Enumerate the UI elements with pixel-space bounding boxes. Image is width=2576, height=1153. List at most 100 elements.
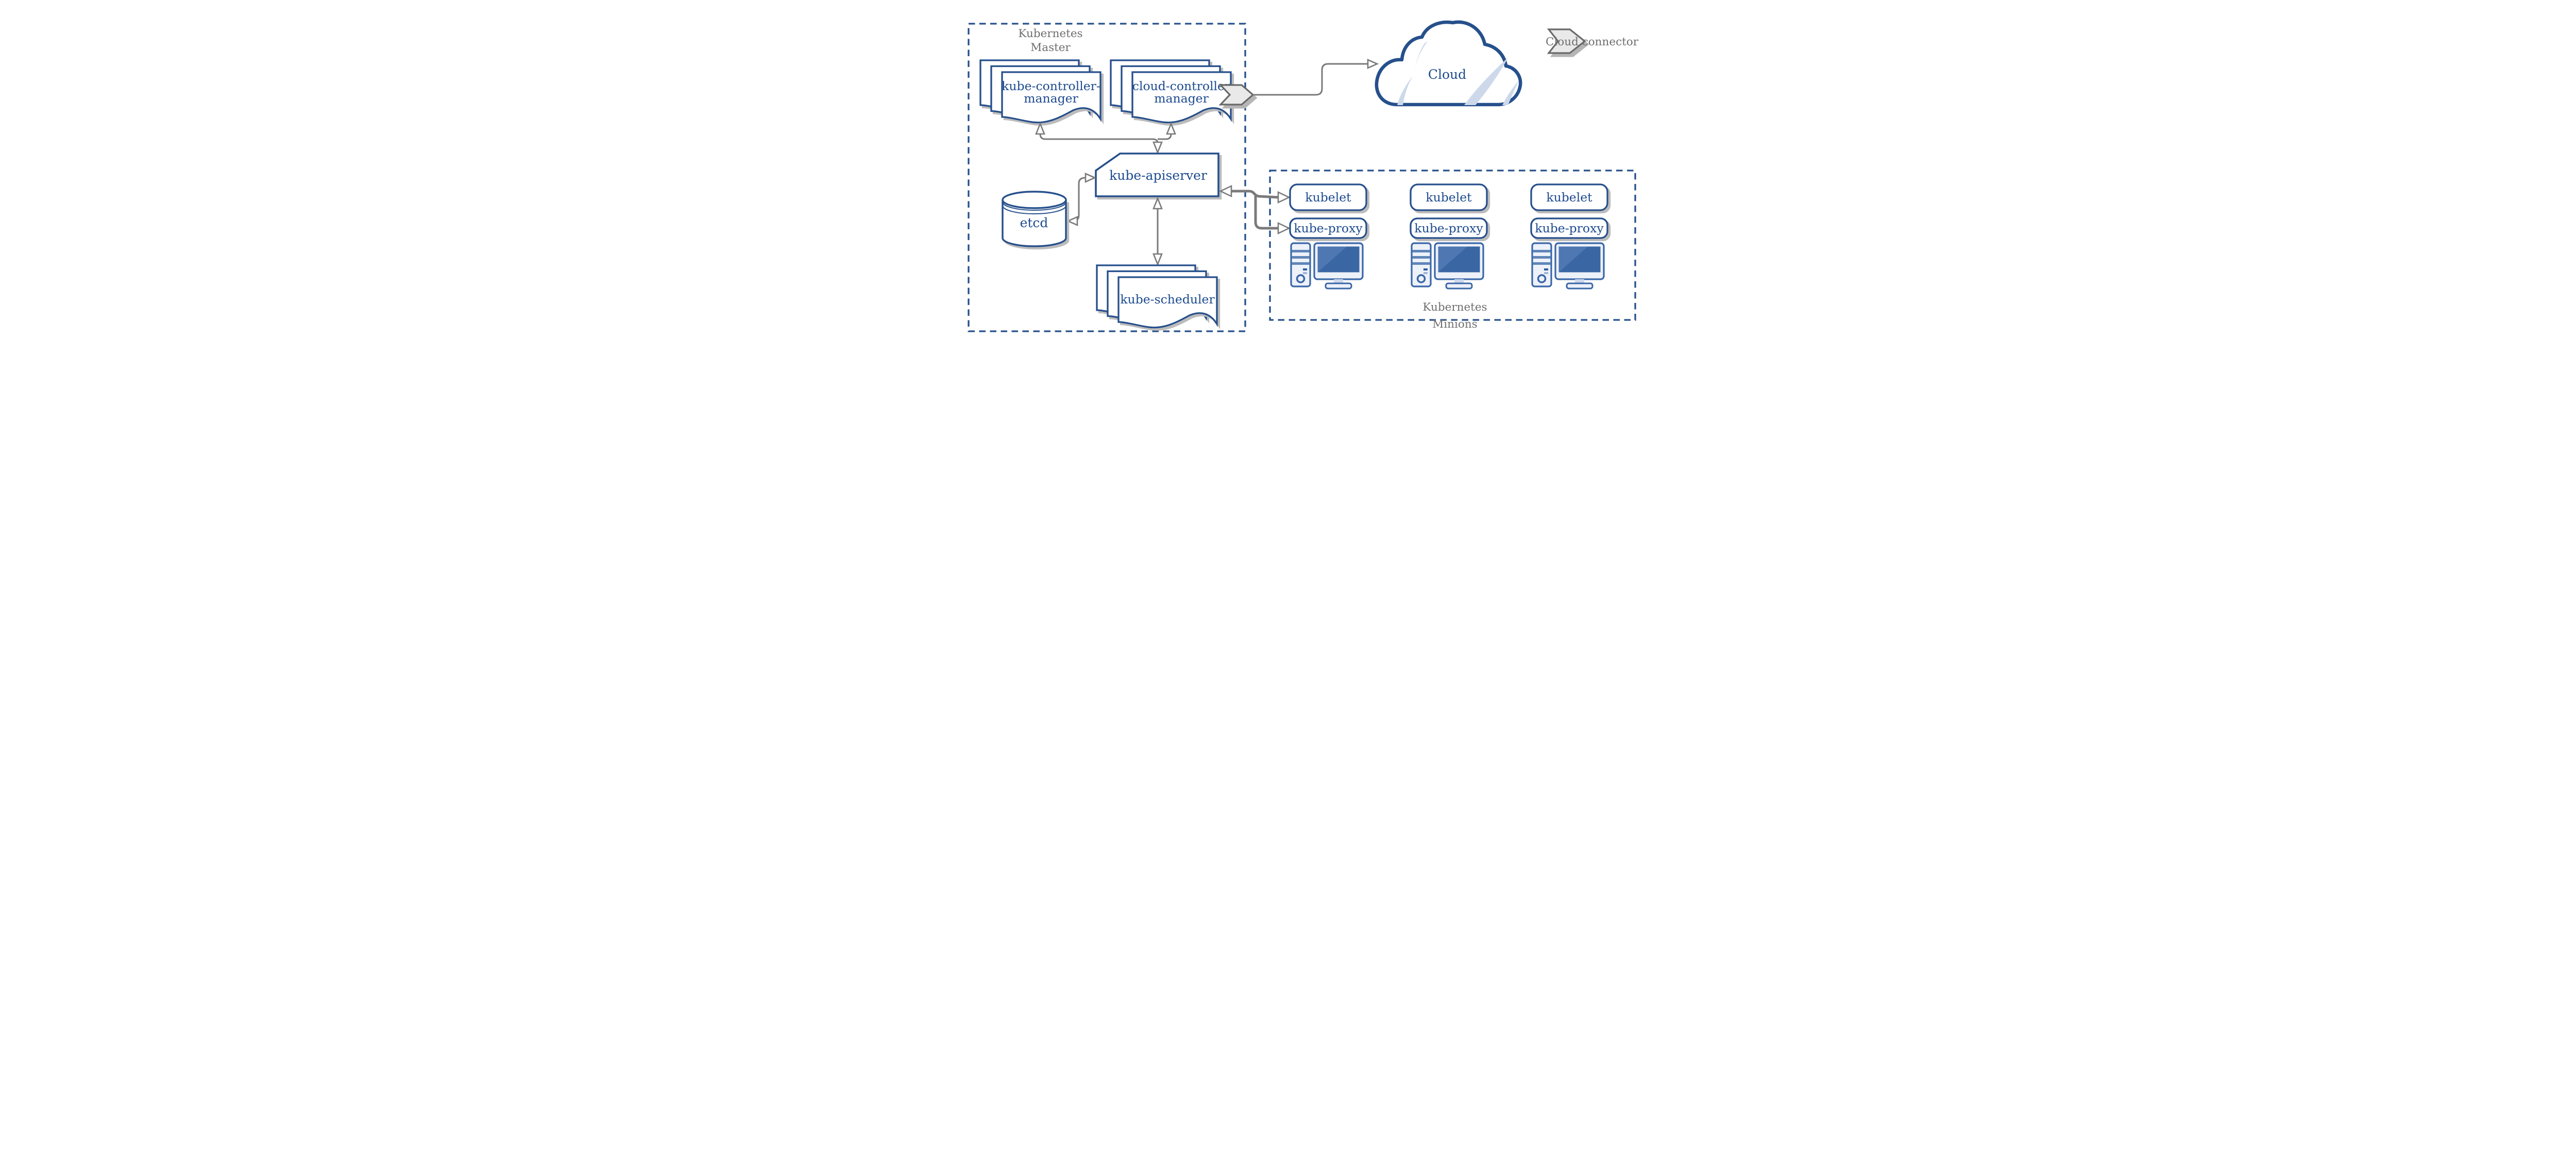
- tower-slat-2: [1412, 256, 1430, 259]
- arrowhead-into-apiserver-right: [1218, 184, 1232, 198]
- legend-chevron-label: Cloud connector: [1546, 36, 1639, 48]
- kubelet-box: [1530, 183, 1608, 211]
- monitor-screen-sheen: [1558, 246, 1588, 273]
- tower-slat-2: [1292, 256, 1310, 259]
- kube-scheduler-label: kube-scheduler: [1120, 292, 1215, 307]
- kube-proxy-box: [1289, 217, 1367, 239]
- controllers-apiserver-connector: [1035, 122, 1176, 155]
- kube-proxy-label: kube-proxy: [1294, 221, 1363, 235]
- apiserver-shape: [1095, 152, 1219, 197]
- computer-icon: [1290, 242, 1364, 290]
- kubelet-box: [1410, 183, 1488, 211]
- cloud-slash-2: [1397, 76, 1413, 105]
- monitor-base: [1445, 282, 1473, 290]
- kubernetes-architecture-diagram: Kubernetes Master kube-controller- manag…: [888, 0, 1688, 346]
- document-card-front: [1001, 71, 1101, 124]
- etcd-label: etcd: [1020, 215, 1048, 230]
- arrowhead-into-kubelet: [1277, 191, 1291, 204]
- master-label-line1: Kubernetes: [1018, 27, 1082, 40]
- tower-led-1: [1303, 268, 1307, 270]
- tower-power-button: [1416, 274, 1426, 283]
- kube-scheduler-stack: kube-scheduler: [1096, 264, 1218, 329]
- tower-slat-1: [1533, 250, 1551, 252]
- master-label-line2: Master: [1030, 41, 1071, 54]
- tower-led-2: [1303, 272, 1307, 274]
- monitor-screen-sheen: [1438, 246, 1467, 273]
- etcd-cylinder-body: [1002, 200, 1067, 247]
- arrowhead-into-etcd: [1066, 215, 1078, 227]
- connector-right-branch: [1158, 133, 1172, 140]
- tower-slat-2: [1533, 256, 1551, 259]
- kube-proxy-label: kube-proxy: [1535, 221, 1604, 235]
- etcd-ring-2: [1002, 205, 1066, 214]
- arrowhead-down-into-apiserver: [1153, 141, 1163, 155]
- arrowhead-up-into-kube-controller-manager: [1035, 122, 1045, 135]
- kubelet-label: kubelet: [1546, 190, 1592, 205]
- cloud-controller-manager-stack: cloud-controller manager: [1110, 59, 1232, 124]
- document-card-front: [1131, 71, 1232, 124]
- apiserver-scheduler-connector: [1153, 196, 1163, 266]
- minion-node-2: kubelet kube-proxy: [1410, 183, 1488, 290]
- tower-slat-1: [1292, 250, 1310, 252]
- document-card-front: [1117, 276, 1218, 329]
- tower-led-1: [1544, 268, 1548, 270]
- monitor-base: [1325, 282, 1352, 290]
- kubernetes-minions-boundary: [1269, 169, 1636, 321]
- apiserver-minion-connectors: [1218, 184, 1291, 235]
- minion-node-3: kubelet kube-proxy: [1530, 183, 1608, 290]
- cloud-controller-manager-label-line2: manager: [1154, 91, 1209, 106]
- minion-node-1: kubelet kube-proxy: [1289, 183, 1367, 290]
- cloud-shape: [1375, 20, 1522, 107]
- legend: Cloud connector: [1546, 28, 1639, 54]
- tower-slat-1: [1412, 250, 1430, 252]
- arrowhead-up-into-cloud-controller-manager: [1166, 122, 1176, 135]
- etcd-ring-1: [1002, 201, 1066, 211]
- cloud-controller-manager-label-line1: cloud-controller: [1132, 79, 1231, 93]
- cloud-slash-4: [1502, 80, 1519, 105]
- arrowhead-up-into-apiserver-bottom: [1153, 196, 1163, 210]
- apiserver-etcd-connector: [1066, 172, 1097, 227]
- tower-led-2: [1423, 272, 1428, 274]
- kubelet-box: [1289, 183, 1367, 211]
- monitor-neck: [1454, 279, 1464, 284]
- cloud-label: Cloud: [1428, 67, 1466, 82]
- tower-power-button: [1537, 274, 1547, 283]
- cloud-connector-chevron-icon: [1218, 84, 1255, 106]
- arrowhead-into-apiserver-left: [1084, 172, 1097, 183]
- computer-icon: [1411, 242, 1484, 290]
- monitor-neck: [1575, 279, 1584, 284]
- monitor-neck: [1334, 279, 1343, 284]
- monitor-screen-sheen: [1317, 246, 1347, 273]
- tower-slat-3: [1412, 262, 1430, 265]
- tower-slat-3: [1533, 262, 1551, 265]
- kube-controller-manager-label-line1: kube-controller-: [1002, 79, 1100, 93]
- computer-icon: [1531, 242, 1605, 290]
- kube-apiserver-node: kube-apiserver: [1095, 152, 1219, 197]
- tower-led-1: [1423, 268, 1428, 270]
- tower-power-button: [1296, 274, 1306, 283]
- tower-led-2: [1544, 272, 1548, 274]
- kubelet-label: kubelet: [1426, 190, 1472, 205]
- monitor-base: [1566, 282, 1594, 290]
- kube-proxy-label: kube-proxy: [1414, 221, 1483, 235]
- connector-left-branch: [1039, 133, 1159, 144]
- cloud-group: Cloud: [1375, 20, 1522, 107]
- kube-controller-manager-stack: kube-controller- manager: [979, 59, 1101, 124]
- connector-apiserver-etcd: [1072, 177, 1086, 222]
- cloud-slash-3: [1464, 58, 1508, 105]
- kube-controller-manager-label-line2: manager: [1024, 91, 1078, 106]
- minions-label-line1: Kubernetes: [1422, 301, 1487, 314]
- etcd-cylinder-top: [1002, 191, 1067, 209]
- connector-apiserver-kubeproxy: [1254, 196, 1278, 230]
- arrowhead-into-cloud: [1367, 58, 1379, 70]
- kube-proxy-box: [1530, 217, 1608, 239]
- diagram-canvas: Kubernetes Master kube-controller- manag…: [968, 20, 1639, 332]
- kube-proxy-box: [1410, 217, 1488, 239]
- minions-label-line2: Minions: [1432, 318, 1477, 331]
- connector-ccm-to-cloud: [1253, 63, 1368, 96]
- arrowhead-down-into-scheduler: [1153, 253, 1163, 266]
- connector-apiserver-kubelet: [1231, 190, 1279, 199]
- kube-apiserver-label: kube-apiserver: [1109, 168, 1207, 183]
- arrowhead-into-kube-proxy: [1277, 222, 1291, 235]
- etcd-database: etcd: [1002, 191, 1067, 247]
